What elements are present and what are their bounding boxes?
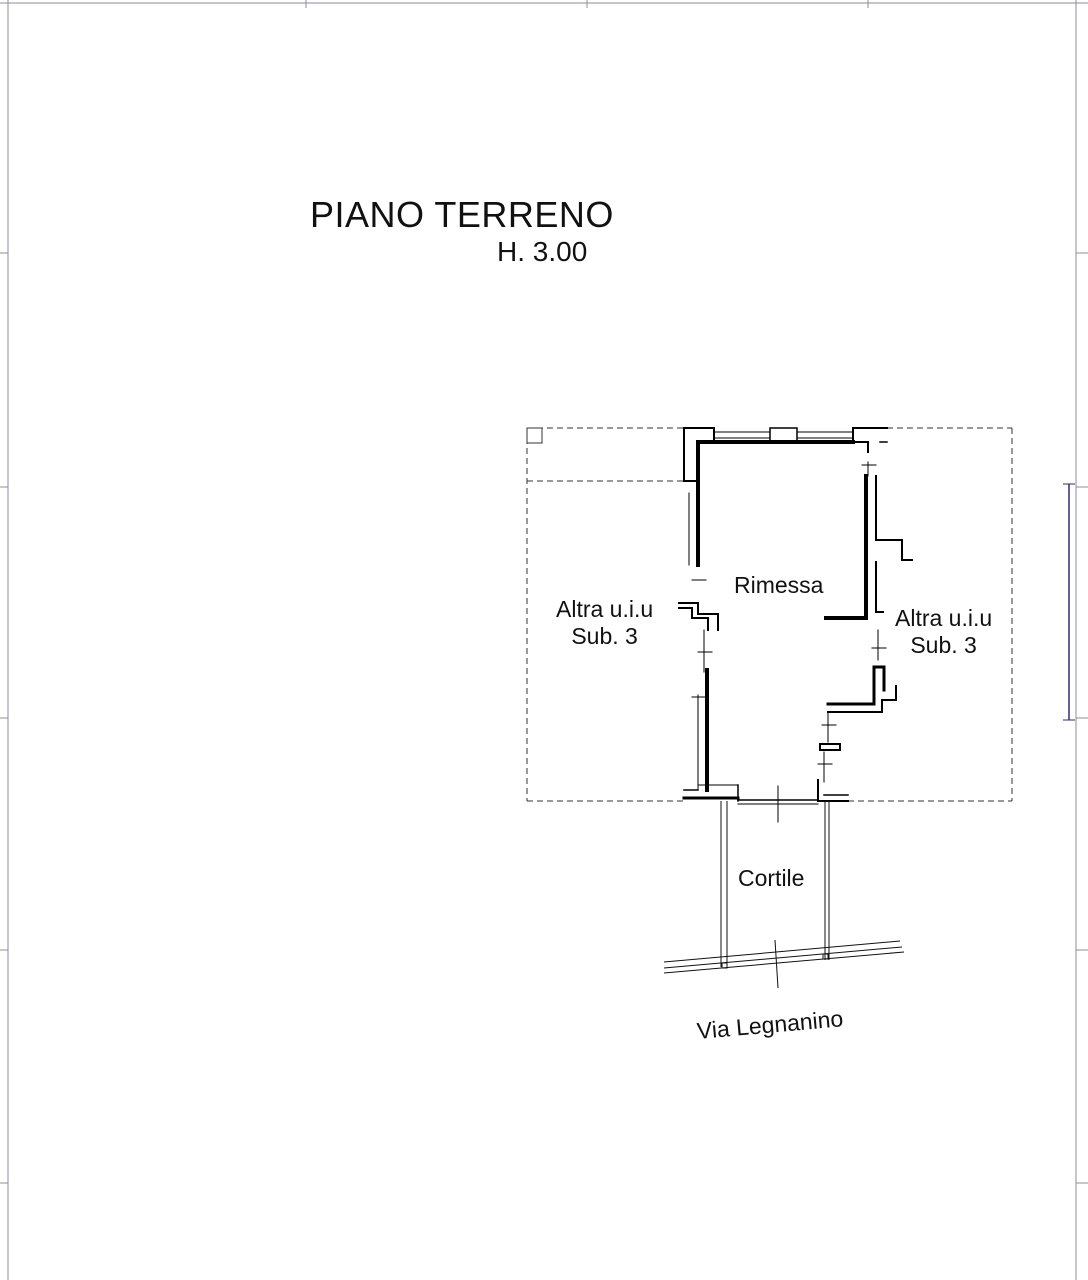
room-label-rimessa: Rimessa: [734, 572, 824, 598]
drawing-title: PIANO TERRENO: [310, 194, 614, 235]
height-label: H. 3.00: [497, 236, 588, 267]
scale-bar: [1063, 483, 1075, 721]
room-label-cortile: Cortile: [738, 865, 805, 891]
right-unit-line1: Altra u.i.u: [895, 605, 993, 631]
street-edge: [663, 940, 905, 974]
right-unit-line2: Sub. 3: [910, 632, 977, 658]
neighbour-boundary: [526, 427, 1013, 802]
room-label-left-unit: Altra u.i.u Sub. 3: [556, 596, 653, 650]
room-label-right-unit: Altra u.i.u Sub. 3: [895, 605, 992, 659]
left-unit-line2: Sub. 3: [571, 623, 638, 649]
left-unit-line1: Altra u.i.u: [556, 596, 654, 622]
walls: [678, 427, 913, 823]
corner-marker: [526, 427, 543, 444]
